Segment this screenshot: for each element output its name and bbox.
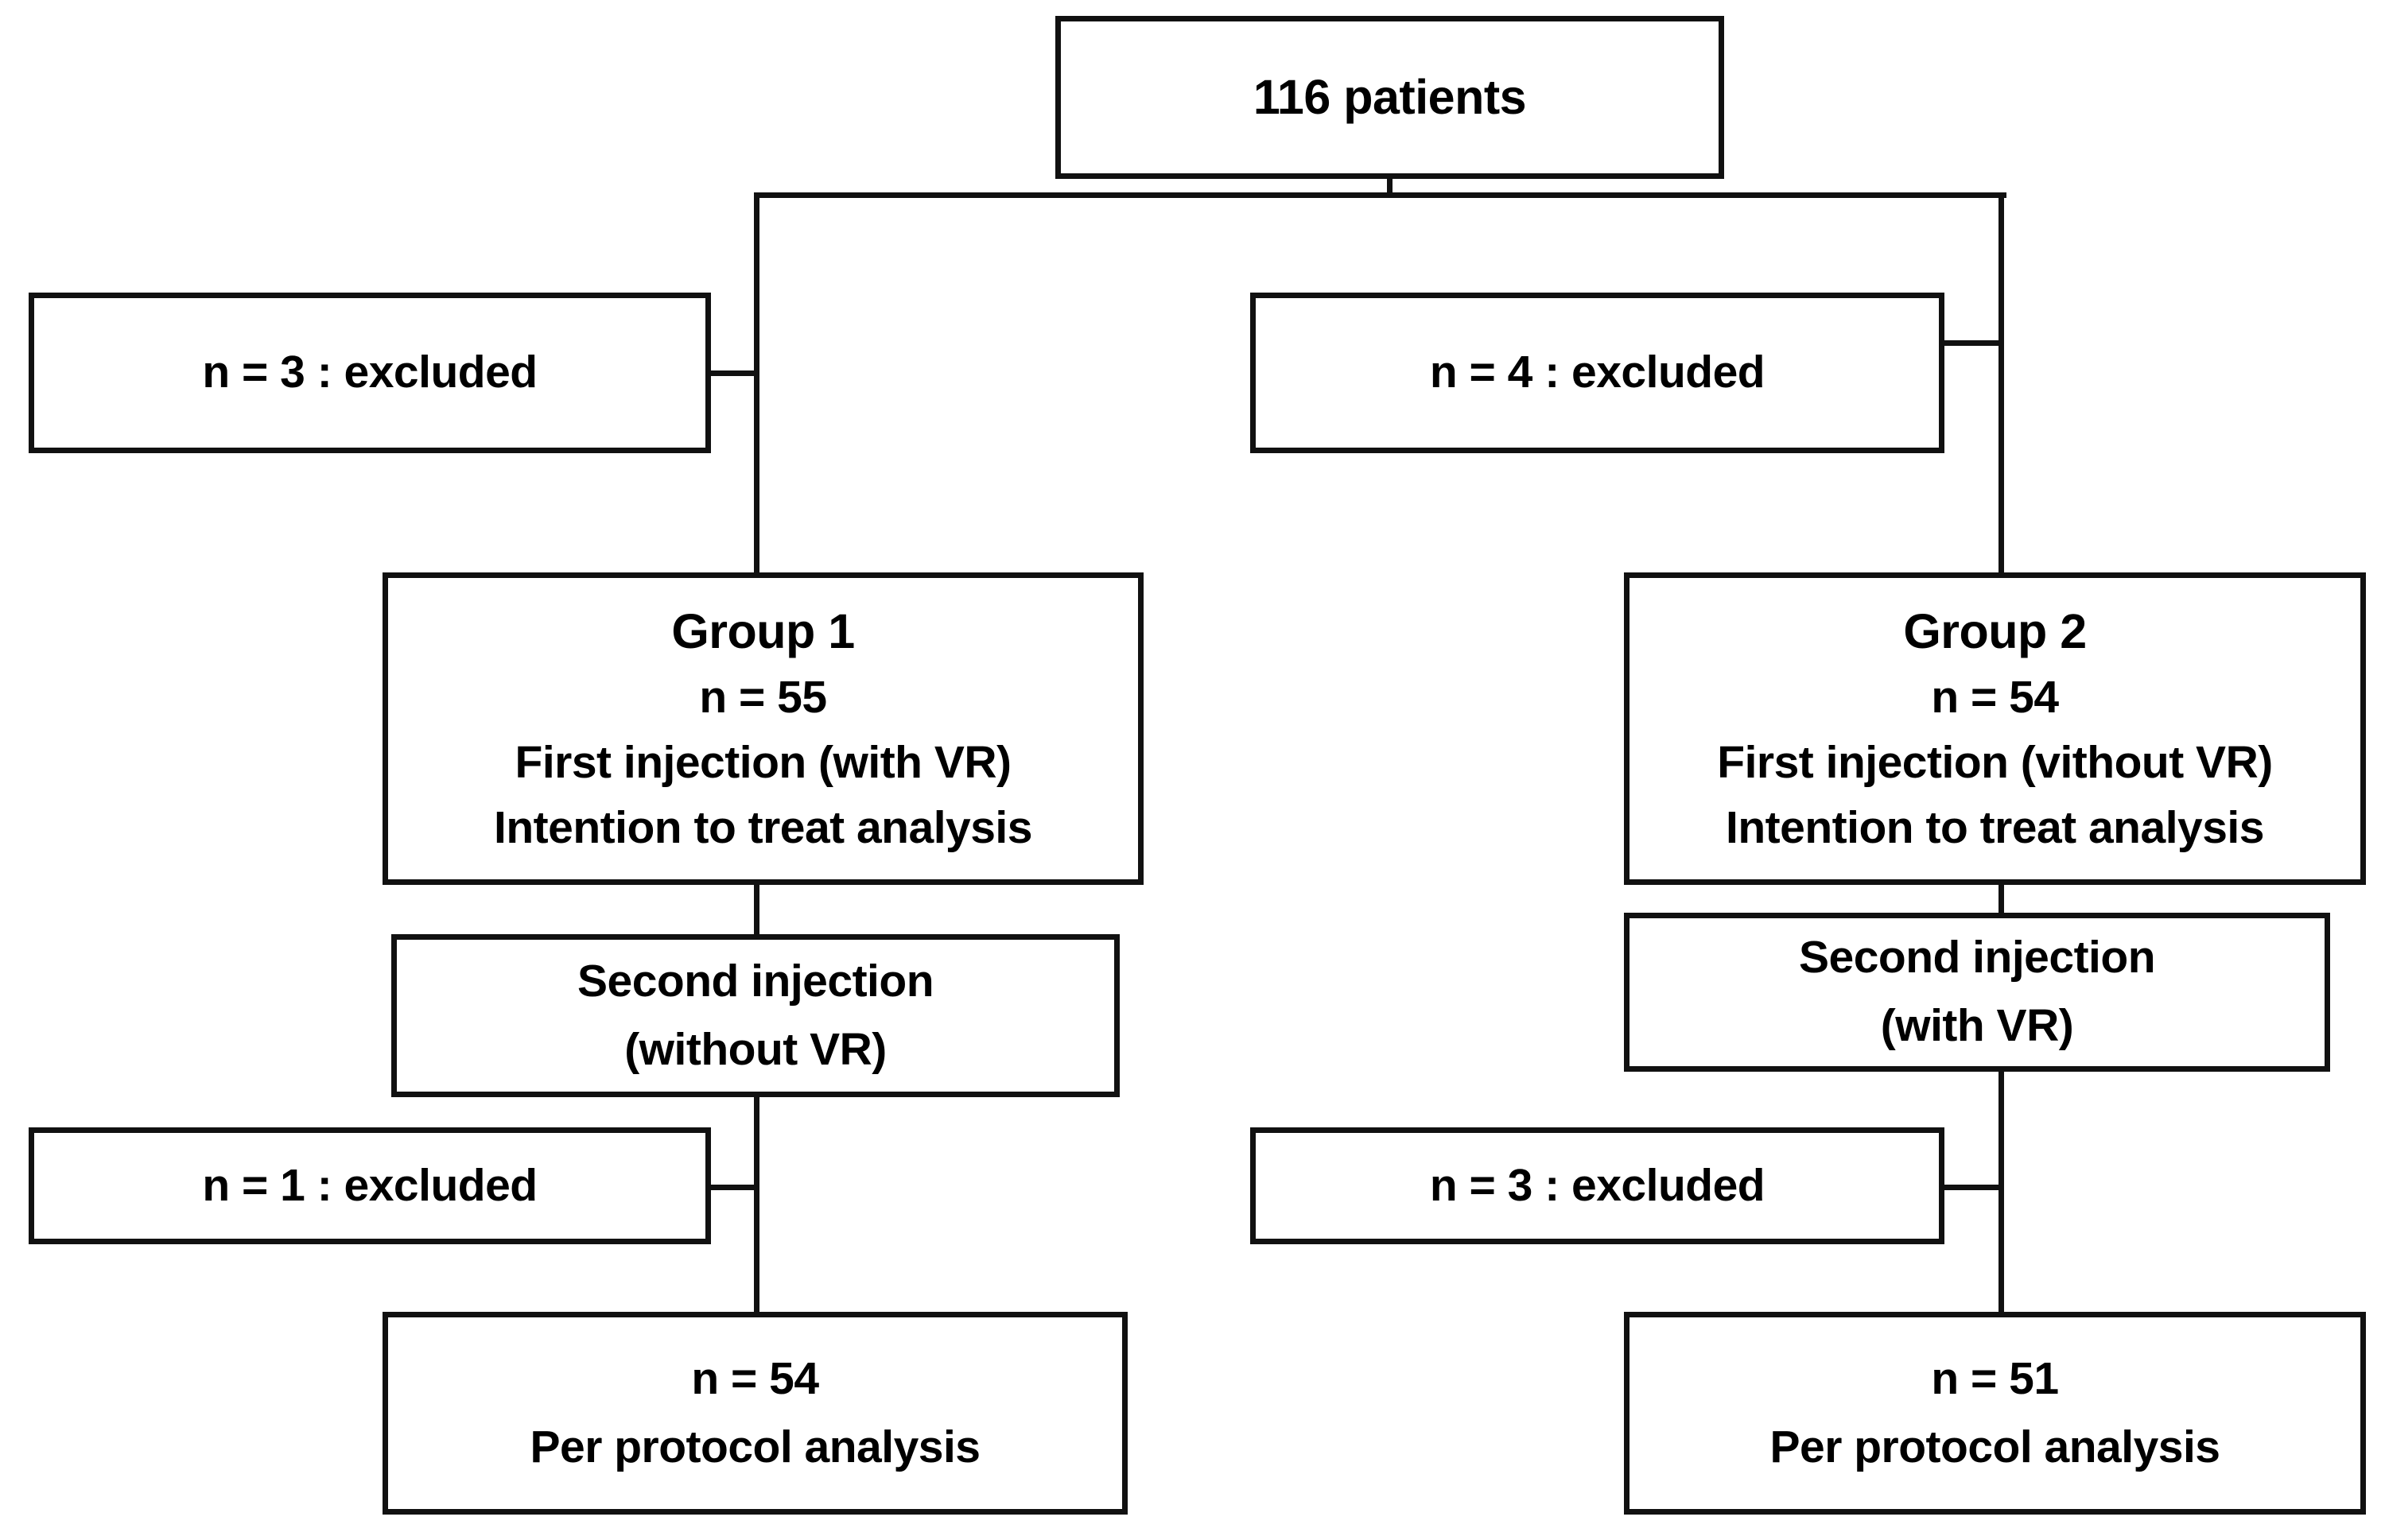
group-1-title: Group 1 bbox=[671, 603, 855, 658]
second-injection-group-1-title: Second injection bbox=[577, 955, 934, 1007]
node-excluded-second-group-1: n = 1 : excluded bbox=[29, 1127, 711, 1244]
node-excluded-first-group-2: n = 4 : excluded bbox=[1250, 293, 1944, 453]
group-2-title: Group 2 bbox=[1903, 603, 2087, 658]
per-protocol-group-1-n: n = 54 bbox=[691, 1352, 819, 1404]
node-group-1: Group 1 n = 55 First injection (with VR)… bbox=[383, 572, 1144, 885]
second-injection-group-1-condition: (without VR) bbox=[624, 1023, 887, 1075]
excluded-second-group-2-label: n = 3 : excluded bbox=[1429, 1159, 1765, 1211]
per-protocol-group-1-analysis: Per protocol analysis bbox=[530, 1421, 981, 1472]
connector-excluded-1-right-stub bbox=[1940, 340, 2001, 346]
connector-excluded-1-left-stub bbox=[706, 370, 756, 376]
group-2-analysis: Intention to treat analysis bbox=[1726, 801, 2264, 853]
second-injection-group-2-condition: (with VR) bbox=[1880, 1000, 2074, 1051]
excluded-first-group-1-label: n = 3 : excluded bbox=[202, 347, 538, 398]
group-1-analysis: Intention to treat analysis bbox=[494, 801, 1032, 853]
per-protocol-group-2-analysis: Per protocol analysis bbox=[1769, 1421, 2220, 1472]
node-excluded-first-group-1: n = 3 : excluded bbox=[29, 293, 711, 453]
second-injection-group-2-title: Second injection bbox=[1798, 932, 2156, 983]
node-per-protocol-group-1: n = 54 Per protocol analysis bbox=[383, 1312, 1128, 1515]
per-protocol-group-2-n: n = 51 bbox=[1931, 1352, 2059, 1404]
excluded-second-group-1-label: n = 1 : excluded bbox=[202, 1159, 538, 1211]
excluded-first-group-2-label: n = 4 : excluded bbox=[1429, 347, 1765, 398]
connector-excluded-2-left-stub bbox=[706, 1185, 756, 1190]
group-2-n: n = 54 bbox=[1931, 671, 2059, 723]
node-excluded-second-group-2: n = 3 : excluded bbox=[1250, 1127, 1944, 1244]
connector-excluded-2-right-stub bbox=[1940, 1185, 2001, 1190]
node-enrollment: 116 patients bbox=[1055, 16, 1724, 179]
node-group-2: Group 2 n = 54 First injection (vithout … bbox=[1624, 572, 2366, 885]
connector-allocation-bus bbox=[756, 192, 2006, 198]
enrollment-label: 116 patients bbox=[1253, 70, 1527, 125]
node-second-injection-group-2: Second injection (with VR) bbox=[1624, 913, 2330, 1072]
group-2-intervention: First injection (vithout VR) bbox=[1717, 736, 2273, 788]
node-per-protocol-group-2: n = 51 Per protocol analysis bbox=[1624, 1312, 2366, 1515]
node-second-injection-group-1: Second injection (without VR) bbox=[391, 934, 1120, 1097]
connector-enrollment-stem bbox=[1387, 179, 1393, 198]
group-1-n: n = 55 bbox=[699, 671, 827, 723]
group-1-intervention: First injection (with VR) bbox=[515, 736, 1012, 788]
